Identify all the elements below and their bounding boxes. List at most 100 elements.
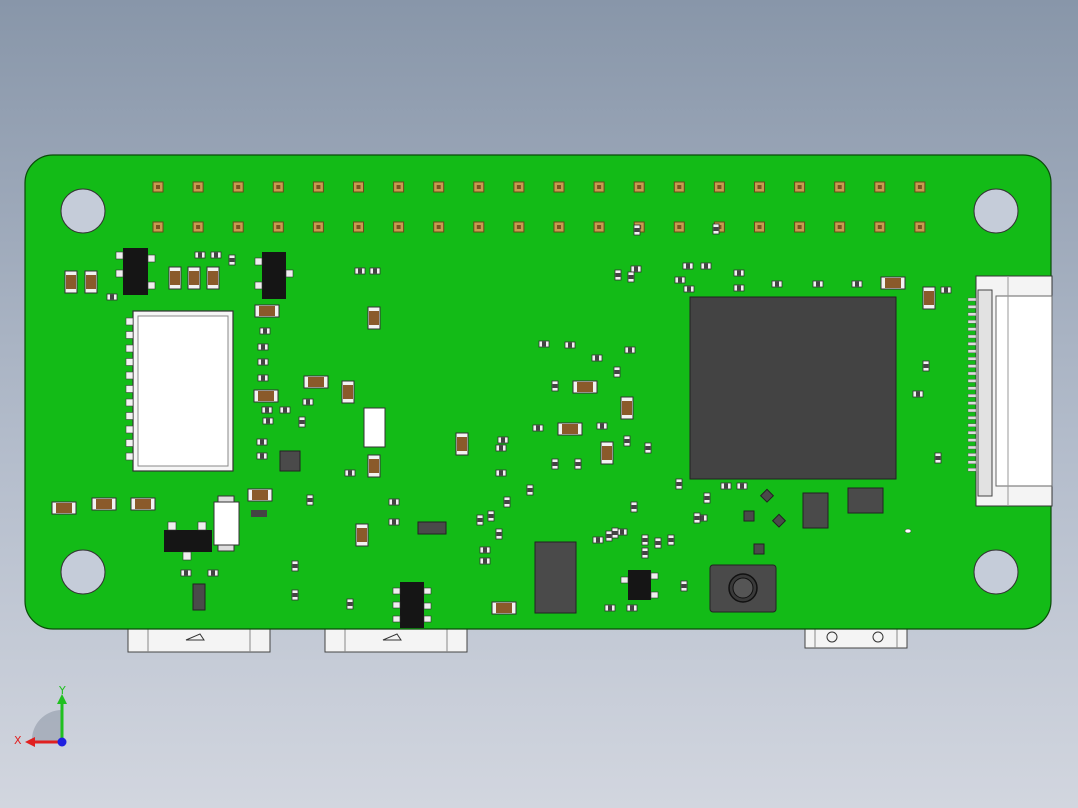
smd-capacitor <box>346 598 354 610</box>
smd-resistor <box>257 358 269 366</box>
axis-triad: Y X <box>14 684 67 747</box>
smd-resistor <box>497 436 509 444</box>
gpio-pin-pad <box>593 181 605 193</box>
wifi-pin <box>125 425 134 434</box>
smd-capacitor <box>633 224 641 236</box>
smd-resistor <box>851 280 863 288</box>
gpio-pin-pad <box>593 221 605 233</box>
sd-pin <box>967 423 977 427</box>
capacitor <box>254 304 280 318</box>
gpio-pin-pad <box>553 181 565 193</box>
voltage-regulator <box>254 252 294 299</box>
smd-capacitor <box>623 435 631 447</box>
wifi-pin <box>125 439 134 447</box>
sd-pin <box>967 297 977 302</box>
sd-connector-pins <box>967 297 977 472</box>
soc-chip <box>689 296 897 480</box>
resistor <box>367 454 381 478</box>
gpio-pin-pad <box>713 181 725 193</box>
gpio-pin-pad <box>473 221 485 233</box>
resistor <box>355 523 369 547</box>
sd-pin <box>967 431 977 435</box>
wifi-pin <box>125 385 134 393</box>
gpio-pin-pad <box>433 181 445 193</box>
smd-capacitor <box>291 589 299 601</box>
smd-resistor <box>479 546 491 554</box>
wifi-pin <box>125 412 134 420</box>
gpio-pin-pad <box>393 221 405 233</box>
smd-resistor <box>733 269 745 277</box>
smd-capacitor <box>574 458 582 470</box>
gpio-pin-pad <box>794 221 806 233</box>
power-ic <box>164 521 212 561</box>
smd-capacitor <box>551 380 559 392</box>
smd-capacitor <box>654 537 662 549</box>
smd-resistor <box>700 262 712 270</box>
gpio-pin-pad <box>272 221 284 233</box>
sd-pin <box>967 327 977 331</box>
smd-resistor <box>736 482 748 490</box>
sd-pin <box>967 371 977 376</box>
sd-pin <box>967 416 977 420</box>
smd-capacitor <box>298 416 306 428</box>
grey-chip <box>771 513 787 528</box>
mounting-hole <box>60 188 106 234</box>
sd-card-connector <box>975 275 1053 507</box>
smd-resistor <box>210 251 222 259</box>
smd-resistor <box>626 604 638 612</box>
smd-resistor <box>388 518 400 526</box>
smd-capacitor <box>551 458 559 470</box>
gpio-pin-pad <box>914 181 926 193</box>
status-led <box>251 510 267 517</box>
resistor <box>341 380 355 404</box>
sd-pin <box>967 438 977 442</box>
smd-capacitor <box>614 269 622 281</box>
wifi-pin <box>125 331 134 339</box>
sd-pin <box>967 386 977 390</box>
smd-resistor <box>592 536 604 544</box>
smd-resistor <box>733 284 745 292</box>
white-capacitor <box>363 407 386 448</box>
grey-chip <box>847 487 884 514</box>
gpio-pin-pad <box>914 221 926 233</box>
smd-capacitor <box>605 530 613 542</box>
smd-capacitor <box>503 496 511 508</box>
gpio-pin-pad <box>553 221 565 233</box>
smd-resistor <box>564 341 576 349</box>
smd-capacitor <box>703 492 711 504</box>
gpio-pin-pad <box>192 181 204 193</box>
gpio-pin-pad <box>232 181 244 193</box>
wifi-pin <box>125 317 134 326</box>
resistor <box>168 266 182 290</box>
smd-resistor <box>912 390 924 398</box>
mounting-hole <box>60 549 106 595</box>
smd-resistor <box>344 469 356 477</box>
resistor <box>620 396 634 420</box>
gpio-pin-pad <box>673 181 685 193</box>
smd-capacitor <box>934 452 942 464</box>
grey-chip <box>802 492 829 529</box>
sd-pin <box>967 312 977 316</box>
smd-resistor <box>106 293 118 301</box>
gpio-pin-pad <box>152 181 164 193</box>
smd-resistor <box>771 280 783 288</box>
smd-capacitor <box>611 527 619 539</box>
sd-pin <box>967 460 977 464</box>
capacitor <box>880 276 906 290</box>
smd-resistor <box>674 276 686 284</box>
smd-resistor <box>207 569 219 577</box>
smd-capacitor <box>667 534 675 546</box>
gpio-pin-pad <box>834 181 846 193</box>
sd-pin <box>967 357 977 361</box>
gpio-pin-pad <box>232 221 244 233</box>
gpio-pin-pad <box>754 181 765 193</box>
gpio-pin-pad <box>633 181 645 193</box>
smd-resistor <box>369 267 381 275</box>
sd-pin <box>967 394 977 398</box>
smd-capacitor <box>630 501 638 513</box>
resistor <box>922 286 936 310</box>
gpio-pin-pad <box>473 181 485 193</box>
capacitor <box>91 497 117 511</box>
smd-resistor <box>302 398 314 406</box>
